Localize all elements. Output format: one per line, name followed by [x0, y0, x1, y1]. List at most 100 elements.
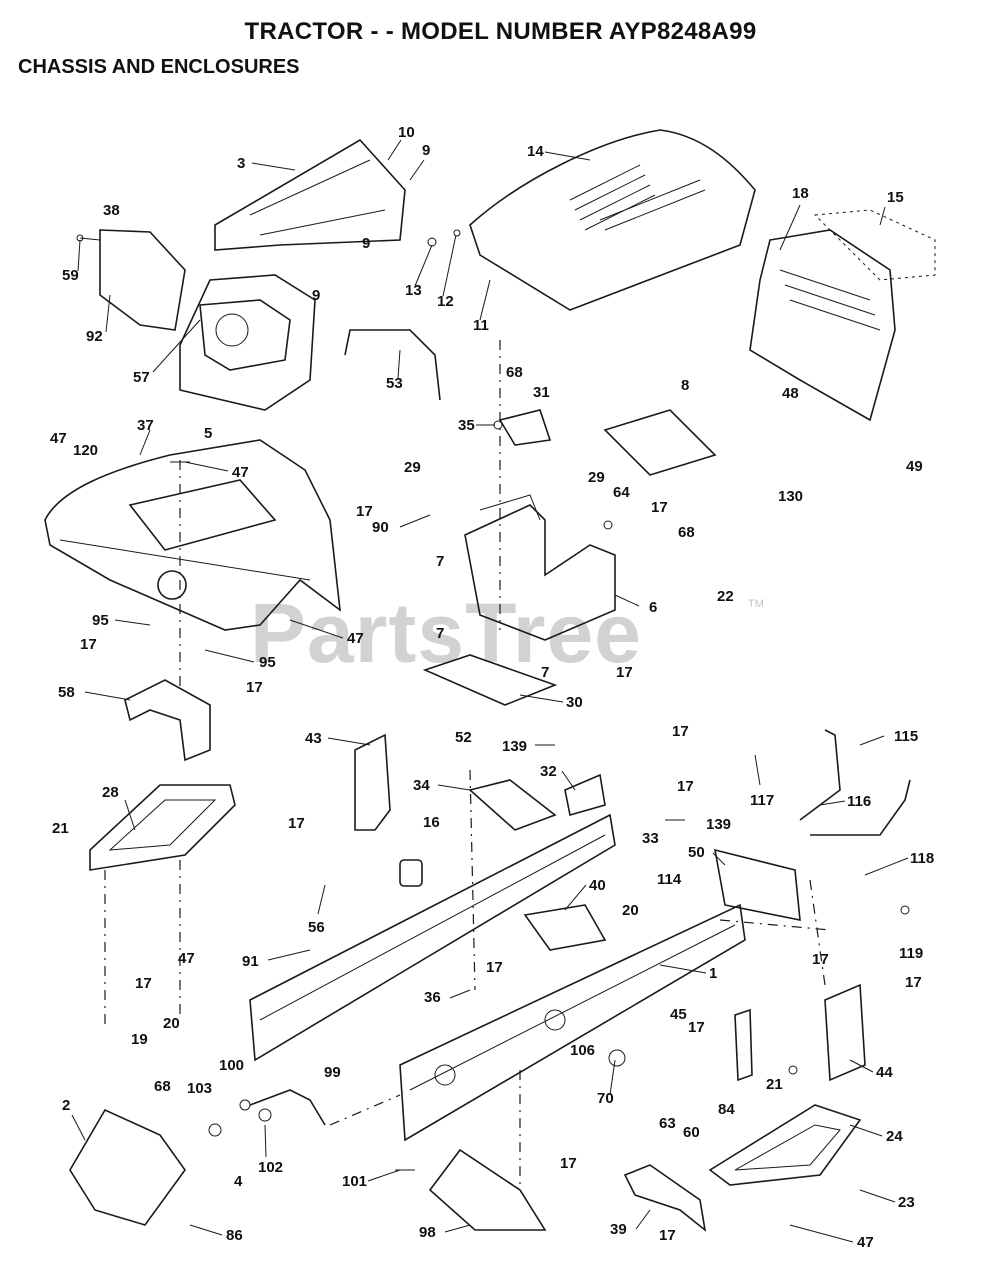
fasteners	[76, 229, 910, 1171]
callout-12: 12	[437, 293, 454, 310]
part-40-bracket	[523, 904, 607, 951]
callout-101: 101	[342, 1173, 367, 1190]
part-8-plate	[603, 409, 717, 476]
watermark-logo: PartsTree	[250, 586, 642, 680]
section-subtitle: CHASSIS AND ENCLOSURES	[18, 56, 300, 78]
callout-92: 92	[86, 328, 103, 345]
callout-36: 36	[424, 989, 441, 1006]
callout-16: 16	[423, 814, 440, 831]
callout-114: 114	[657, 871, 682, 888]
part-2-plate	[69, 1108, 186, 1226]
callout-17: 17	[672, 723, 689, 740]
leader-lines	[71, 139, 909, 1243]
callout-17: 17	[688, 1019, 705, 1036]
callout-102: 102	[258, 1159, 283, 1176]
callout-119: 119	[899, 945, 923, 962]
callout-20: 20	[163, 1015, 180, 1032]
callout-31: 31	[533, 384, 550, 401]
callout-35: 35	[458, 417, 475, 434]
callout-59: 59	[62, 267, 79, 284]
callout-130: 130	[778, 488, 803, 505]
part-91-left-frame	[249, 813, 616, 1062]
callout-63: 63	[659, 1115, 676, 1132]
callout-7: 7	[436, 553, 444, 570]
callout-50: 50	[688, 844, 705, 861]
callout-106: 106	[570, 1042, 595, 1059]
part-44-plate	[824, 983, 866, 1082]
callout-21: 21	[766, 1076, 783, 1093]
callout-17: 17	[677, 778, 694, 795]
callout-60: 60	[683, 1124, 700, 1141]
callout-17: 17	[486, 959, 503, 976]
callout-17: 17	[905, 974, 922, 991]
part-15-headlight-panel	[813, 209, 936, 281]
callout-10: 10	[398, 124, 415, 141]
callout-58: 58	[58, 684, 75, 701]
watermark-trademark: TM	[748, 598, 764, 610]
callout-17: 17	[659, 1227, 676, 1244]
part-53-rod	[344, 329, 441, 401]
part-18-grille	[749, 229, 896, 422]
callout-48: 48	[782, 385, 799, 402]
callout-17: 17	[80, 636, 97, 653]
callout-84: 84	[718, 1101, 735, 1118]
callout-33: 33	[642, 830, 659, 847]
callout-43: 43	[305, 730, 322, 747]
callout-2: 2	[62, 1097, 70, 1114]
part-38-plate	[79, 229, 186, 331]
callout-17: 17	[651, 499, 668, 516]
callout-45: 45	[670, 1006, 687, 1023]
assembly-lines	[104, 340, 831, 1190]
callout-40: 40	[589, 877, 606, 894]
callout-38: 38	[103, 202, 120, 219]
callout-98: 98	[419, 1224, 436, 1241]
callout-32: 32	[540, 763, 557, 780]
part-32-link	[564, 773, 606, 817]
part-84-bracket	[734, 1008, 753, 1082]
callout-6: 6	[649, 599, 657, 616]
callout-116: 116	[847, 793, 871, 810]
callout-17: 17	[560, 1155, 577, 1172]
callout-7: 7	[436, 625, 444, 642]
callout-139: 139	[502, 738, 527, 755]
callout-47: 47	[347, 630, 364, 647]
callout-47: 47	[232, 464, 249, 481]
callout-118: 118	[910, 850, 934, 867]
part-43-bracket	[354, 733, 391, 831]
part-28-footrest	[89, 784, 236, 871]
callout-9: 9	[312, 287, 320, 304]
callout-34: 34	[413, 777, 430, 794]
part-30-mat	[422, 654, 558, 706]
callout-7: 7	[541, 664, 549, 681]
callout-68: 68	[506, 364, 523, 381]
callout-86: 86	[226, 1227, 243, 1244]
callout-68: 68	[678, 524, 695, 541]
part-39-bracket	[623, 1164, 707, 1232]
callout-labels: 10 9 3 9 9 38 59 92 57 5 14 13 12 11 18 …	[50, 124, 934, 1251]
part-98-bracket	[428, 1148, 547, 1231]
callout-30: 30	[566, 694, 583, 711]
callout-115: 115	[894, 728, 918, 745]
callout-39: 39	[610, 1221, 627, 1238]
part-37-fender	[44, 439, 341, 631]
callout-21: 21	[52, 820, 69, 837]
callout-49: 49	[906, 458, 923, 475]
callout-17: 17	[288, 815, 305, 832]
callout-57: 57	[133, 369, 150, 386]
callout-17: 17	[812, 951, 829, 968]
callout-4: 4	[234, 1173, 243, 1190]
callout-5: 5	[204, 425, 212, 442]
part-1-right-frame	[399, 903, 746, 1142]
callout-47: 47	[50, 430, 67, 447]
callout-100: 100	[219, 1057, 244, 1074]
callout-29: 29	[588, 469, 605, 486]
callout-13: 13	[405, 282, 422, 299]
callout-8: 8	[681, 377, 689, 394]
callout-9: 9	[422, 142, 430, 159]
part-115-axle-bar	[799, 729, 911, 836]
callout-68: 68	[154, 1078, 171, 1095]
callout-9: 9	[362, 235, 370, 252]
callout-18: 18	[792, 185, 809, 202]
callout-99: 99	[324, 1064, 341, 1081]
